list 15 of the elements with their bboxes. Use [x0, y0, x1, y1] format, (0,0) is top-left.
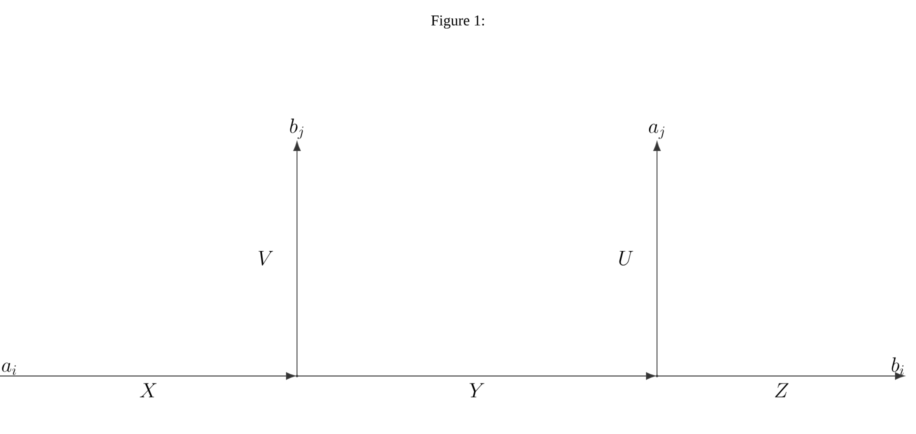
math-label: $a_i$ [2, 362, 16, 375]
math-label: $a_j$ [648, 124, 664, 139]
edge-label: $X$ [140, 383, 157, 398]
math-label: $b_i$ [892, 357, 904, 375]
arrow [0, 372, 296, 380]
figure-title: Figure 1: [431, 15, 484, 29]
arrow [656, 372, 905, 380]
arrow [653, 141, 661, 376]
edge-label: $Y$ [470, 383, 484, 398]
arrow [296, 372, 656, 380]
edge-label: $Z$ [775, 383, 789, 398]
math-label: $b_j$ [290, 118, 304, 139]
arrow [293, 141, 301, 376]
edge-label: $U$ [619, 250, 634, 266]
edge-label: $V$ [258, 250, 274, 266]
